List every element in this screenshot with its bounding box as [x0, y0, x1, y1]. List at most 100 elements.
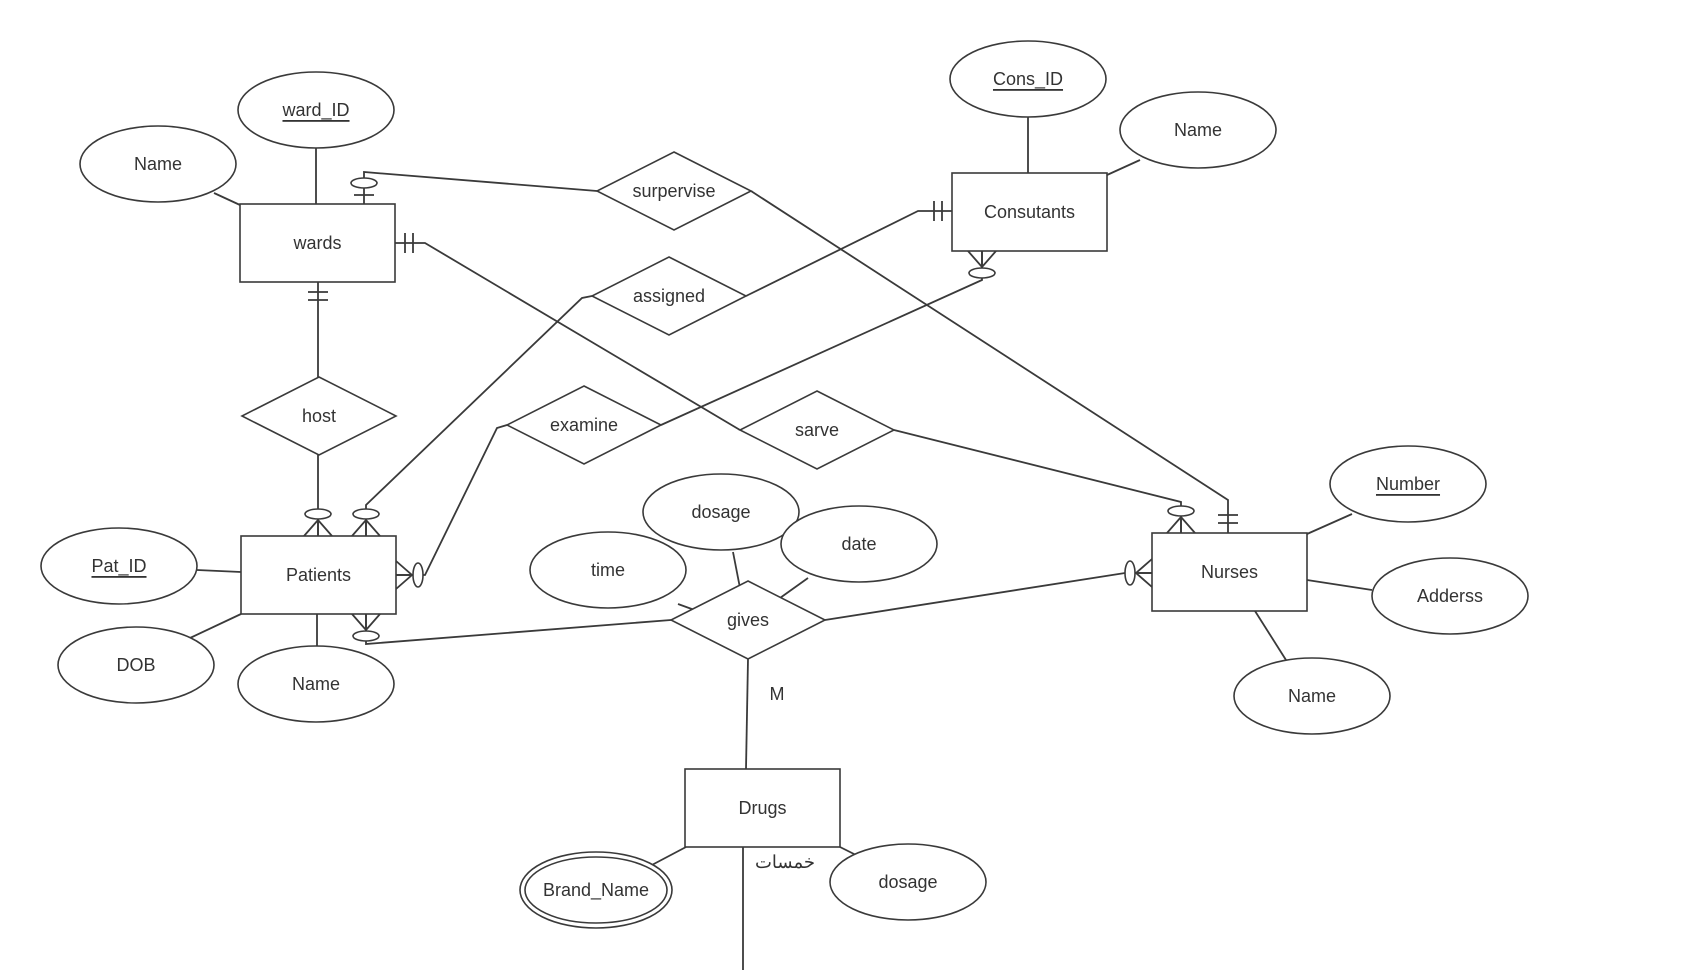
attribute-ellipse: [1371, 557, 1529, 635]
attribute-ellipse: [642, 473, 800, 551]
cardinality-label-gives-drugs-m: M: [770, 684, 785, 704]
oval: [352, 630, 380, 642]
attribute-label: Adderss: [1417, 586, 1483, 606]
attribute-cons-name[interactable]: Name: [1119, 91, 1277, 169]
attribute-label: dosage: [691, 502, 750, 522]
attribute-pat-name[interactable]: Name: [237, 645, 395, 723]
edge-attr-address: [1306, 579, 1373, 591]
attribute-ellipse: [1233, 657, 1391, 735]
key-attribute-label: Number: [1376, 474, 1440, 494]
attribute-dob[interactable]: DOB: [57, 626, 215, 704]
oval: [304, 508, 332, 520]
attribute-inner-ellipse: [524, 856, 668, 924]
relationship-examine[interactable]: examine: [505, 385, 663, 465]
edge-attr-gives-date: [779, 577, 809, 599]
relationship-diamond: [738, 390, 896, 470]
attribute-drug-dosage[interactable]: dosage: [829, 843, 987, 921]
attribute-ellipse: [829, 843, 987, 921]
attribute-ellipse: [57, 626, 215, 704]
relationship-sarve[interactable]: sarve: [738, 390, 896, 470]
relationship-label: examine: [550, 415, 618, 435]
relationship-host[interactable]: host: [240, 376, 398, 456]
cardinality-markers: [303, 177, 1238, 642]
oval: [352, 508, 380, 520]
edge-wards-surpervise: [363, 171, 598, 204]
edge-attr-cons-name: [1106, 159, 1141, 176]
edge-gives-drugs: [745, 658, 749, 770]
attribute-nurse-name[interactable]: Name: [1233, 657, 1391, 735]
entity-label: Nurses: [1201, 562, 1258, 582]
marker-wards-surpervise-zero-or-one: [350, 177, 378, 196]
attribute-ellipse: [949, 40, 1107, 118]
oval: [412, 562, 424, 588]
entity-box: [1151, 532, 1308, 612]
attribute-label: Brand_Name: [543, 880, 649, 901]
attribute-ellipse: [79, 125, 237, 203]
entity-box: [240, 535, 397, 615]
relationship-surpervise[interactable]: surpervise: [595, 151, 753, 231]
edge-attr-pat-id: [196, 569, 242, 573]
attribute-ellipse: [237, 645, 395, 723]
relationship-label: surpervise: [632, 181, 715, 201]
relationship-label: assigned: [633, 286, 705, 306]
entity-nurses[interactable]: Nurses: [1151, 532, 1308, 612]
attribute-gives-date[interactable]: date: [780, 505, 938, 583]
attribute-gives-time[interactable]: time: [529, 531, 687, 609]
entity-box: [239, 203, 396, 283]
attribute-ellipse: [237, 71, 395, 149]
attribute-ellipse: [40, 527, 198, 605]
attribute-ellipse: [780, 505, 938, 583]
attribute-ward-id[interactable]: ward_ID: [237, 71, 395, 149]
edge-attr-dob: [189, 613, 242, 639]
entity-consultants[interactable]: Consutants: [951, 172, 1108, 252]
relationship-assigned[interactable]: assigned: [590, 256, 748, 336]
entity-label: Consutants: [984, 202, 1075, 222]
attribute-label: time: [591, 560, 625, 580]
edge-patients-gives: [365, 614, 672, 645]
relationship-diamond: [669, 580, 827, 660]
marker-nurses-sarve-many: [1166, 505, 1196, 534]
entity-patients[interactable]: Patients: [240, 535, 397, 615]
entity-drugs[interactable]: Drugs: [684, 768, 841, 848]
key-attribute-label: ward_ID: [281, 100, 349, 121]
attribute-ellipse: [1329, 445, 1487, 523]
watermark: خمسات: [755, 852, 815, 872]
oval: [968, 267, 996, 279]
marker-consultants-examine-many: [967, 250, 997, 279]
relationship-diamond: [240, 376, 398, 456]
oval: [1167, 505, 1195, 517]
relationship-diamond: [505, 385, 663, 465]
marker-patients-examine-many: [395, 560, 424, 590]
marker-wards-host-one: [308, 291, 328, 301]
attribute-pat-id[interactable]: Pat_ID: [40, 527, 198, 605]
marker-patients-gives-many: [351, 613, 381, 642]
attribute-gives-dosage[interactable]: dosage: [642, 473, 800, 551]
relationship-label: gives: [727, 610, 769, 630]
marker-consultants-assigned-one: [933, 201, 943, 221]
attribute-wards-name[interactable]: Name: [79, 125, 237, 203]
attribute-cons-id[interactable]: Cons_ID: [949, 40, 1107, 118]
key-attribute-label: Cons_ID: [993, 69, 1063, 90]
oval: [350, 177, 378, 189]
attribute-ellipse: [529, 531, 687, 609]
attribute-label: Name: [134, 154, 182, 174]
edge-attr-wards-name: [213, 192, 241, 206]
attribute-label: Name: [292, 674, 340, 694]
attribute-label: DOB: [116, 655, 155, 675]
attribute-address[interactable]: Adderss: [1371, 557, 1529, 635]
entity-wards[interactable]: wards: [239, 203, 396, 283]
entity-label: wards: [292, 233, 341, 253]
attribute-label: Name: [1174, 120, 1222, 140]
attribute-ellipse: [1119, 91, 1277, 169]
attribute-label: dosage: [878, 872, 937, 892]
relationship-gives[interactable]: gives: [669, 580, 827, 660]
marker-patients-host-many: [303, 508, 333, 537]
attribute-brand-name[interactable]: Brand_Name: [519, 851, 673, 929]
attribute-number[interactable]: Number: [1329, 445, 1487, 523]
edge-sarve-nurses: [893, 429, 1182, 533]
relationship-diamond: [590, 256, 748, 336]
relationship-diamond: [595, 151, 753, 231]
edge-attr-number: [1306, 513, 1353, 535]
marker-nurses-surpervise-one: [1218, 514, 1238, 524]
